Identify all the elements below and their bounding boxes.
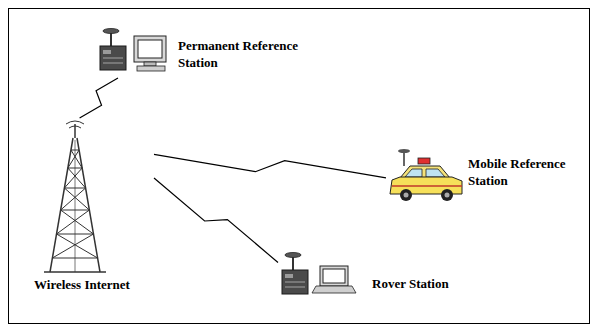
station-label: Mobile Reference Station xyxy=(468,155,582,189)
tower-node: Wireless Internet xyxy=(30,118,154,300)
wireless-link xyxy=(154,178,278,262)
station-node: Mobile Reference Station xyxy=(386,146,584,204)
station-label: Permanent Reference Station xyxy=(178,37,312,71)
frame-border xyxy=(9,9,590,324)
permanent-station-icon xyxy=(100,29,166,72)
station-label: Wireless Internet xyxy=(34,276,152,293)
car-icon xyxy=(390,149,462,201)
station-label: Rover Station xyxy=(372,275,472,292)
rover-station-icon xyxy=(282,253,356,295)
tower-icon xyxy=(44,121,106,272)
wireless-link xyxy=(80,78,118,118)
wireless-link xyxy=(154,154,386,178)
station-node: Rover Station xyxy=(278,250,474,300)
station-node: Permanent Reference Station xyxy=(96,26,316,78)
